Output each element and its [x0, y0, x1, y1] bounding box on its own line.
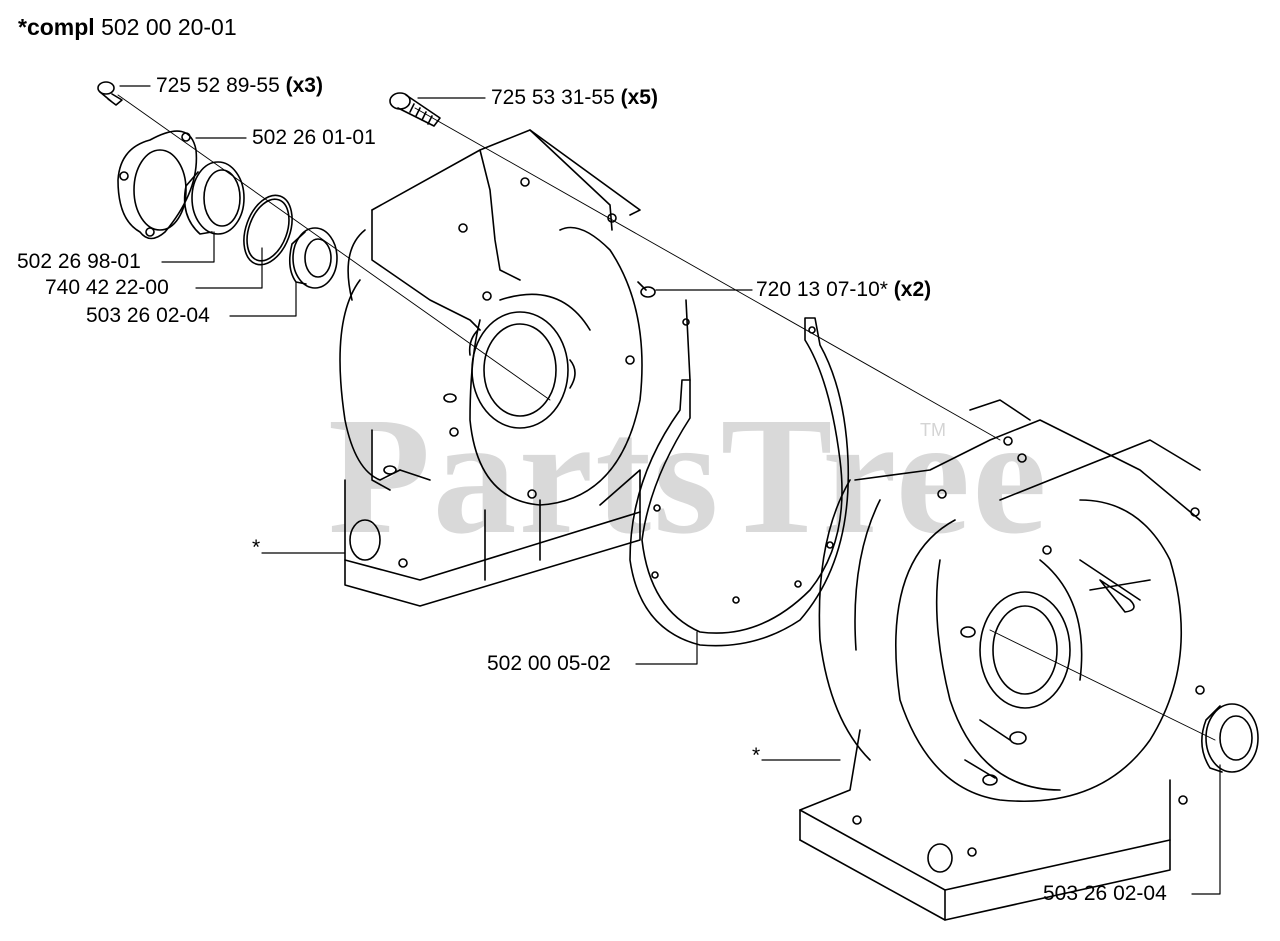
part-number: 502 00 05-02 [487, 652, 611, 675]
part-number: 503 26 02-04 [86, 304, 210, 327]
cover-plate-icon [117, 130, 198, 240]
part-number: 503 26 02-04 [1043, 882, 1167, 905]
axis-lines [117, 94, 1216, 741]
callout-gasket[interactable]: 502 00 05-02 [487, 652, 611, 676]
watermark: PartsTree [328, 383, 1049, 569]
part-number: 502 26 01-01 [252, 126, 376, 149]
callout-bearing-holder[interactable]: 502 26 98-01 [17, 250, 141, 274]
title-number: 502 00 20-01 [101, 14, 237, 40]
screw-long-icon [389, 92, 441, 127]
part-number: 740 42 22-00 [45, 276, 169, 299]
part-qty: (x3) [285, 74, 323, 97]
part-qty: (x2) [893, 278, 932, 301]
o-ring-icon [243, 194, 293, 266]
callout-asterisk-right[interactable]: * [752, 744, 760, 768]
trademark-mark: TM [920, 420, 946, 440]
screw-small-icon [97, 81, 123, 106]
pin-icon [637, 281, 656, 298]
callout-asterisk-left[interactable]: * [252, 536, 260, 560]
crankcase-left-icon [339, 129, 643, 607]
seal-left-icon [288, 227, 338, 289]
callout-o-ring[interactable]: 740 42 22-00 [45, 276, 169, 300]
part-number: 725 52 89-55 [156, 74, 280, 97]
assembly-title: *compl 502 00 20-01 [18, 14, 237, 41]
leader-lines [119, 85, 1221, 895]
part-number: 720 13 07-10* [756, 278, 888, 301]
gasket-icon [629, 299, 850, 647]
part-qty: (x5) [620, 86, 658, 109]
callout-seal-left[interactable]: 503 26 02-04 [86, 304, 210, 328]
callout-seal-right[interactable]: 503 26 02-04 [1043, 882, 1167, 906]
part-number: 725 53 31-55 [491, 86, 615, 109]
crankcase-right-icon [799, 399, 1205, 921]
seal-right-icon [1201, 703, 1259, 773]
bearing-holder-icon [183, 161, 245, 235]
callout-screw-long[interactable]: 725 53 31-55 (x5) [491, 86, 658, 110]
asterisk-mark: * [252, 536, 261, 559]
asterisk-mark: * [752, 744, 761, 767]
callout-pin[interactable]: 720 13 07-10* (x2) [756, 278, 931, 302]
part-number: 502 26 98-01 [17, 250, 141, 273]
callout-cover[interactable]: 502 26 01-01 [252, 126, 376, 150]
title-prefix: *compl [18, 14, 95, 40]
callout-screw-small[interactable]: 725 52 89-55 (x3) [156, 74, 323, 98]
